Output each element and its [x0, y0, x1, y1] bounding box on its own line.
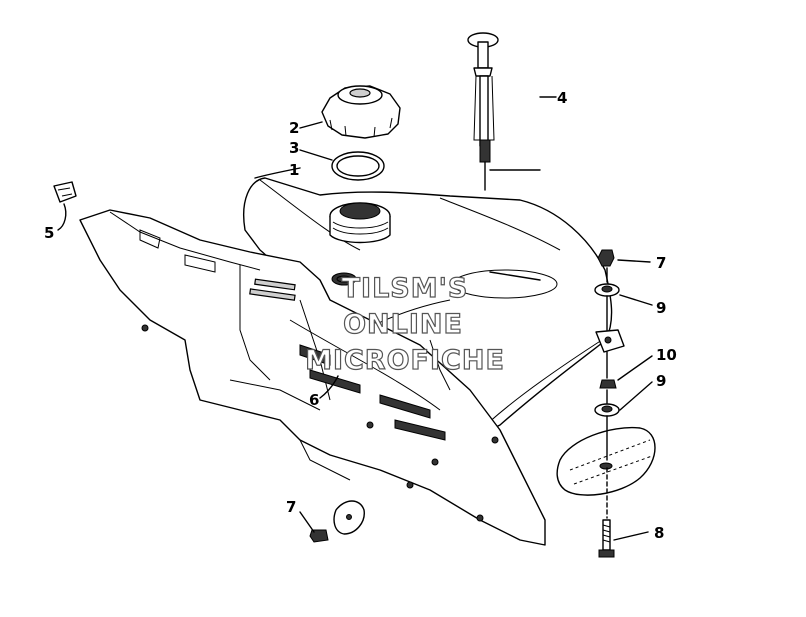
watermark-line-2: ONLINE — [343, 309, 463, 340]
callout-3: 3 — [289, 139, 299, 157]
watermark-line-1: TILSM'S — [342, 273, 469, 304]
leader-lines — [57, 96, 653, 541]
callout-10: 10 — [656, 346, 677, 364]
mount-hardware — [594, 249, 625, 417]
callout-5: 5 — [44, 224, 54, 242]
fuel-gauge — [467, 32, 541, 191]
callout-7-upper: 7 — [656, 254, 666, 272]
watermark: TILSM'S ONLINE MICROFICHE — [304, 272, 505, 376]
tank-cap — [321, 85, 401, 139]
clip-part — [53, 181, 77, 203]
callout-6: 6 — [309, 391, 319, 409]
callout-8: 8 — [654, 524, 664, 542]
bolt-part — [598, 467, 615, 558]
callout-9-lower: 9 — [656, 372, 666, 390]
mount-pad — [556, 415, 656, 496]
callout-7-lower: 7 — [286, 498, 296, 516]
watermark-line-3: MICROFICHE — [305, 345, 505, 376]
tank-grommet — [331, 272, 357, 286]
filler-neck — [329, 202, 391, 244]
callout-2: 2 — [289, 119, 299, 137]
callout-9-upper: 9 — [656, 299, 666, 317]
cap-gasket — [331, 151, 385, 181]
callout-1: 1 — [289, 161, 299, 179]
lower-nut — [309, 500, 365, 543]
tank-shroud — [79, 209, 546, 546]
callout-4: 4 — [557, 89, 567, 107]
